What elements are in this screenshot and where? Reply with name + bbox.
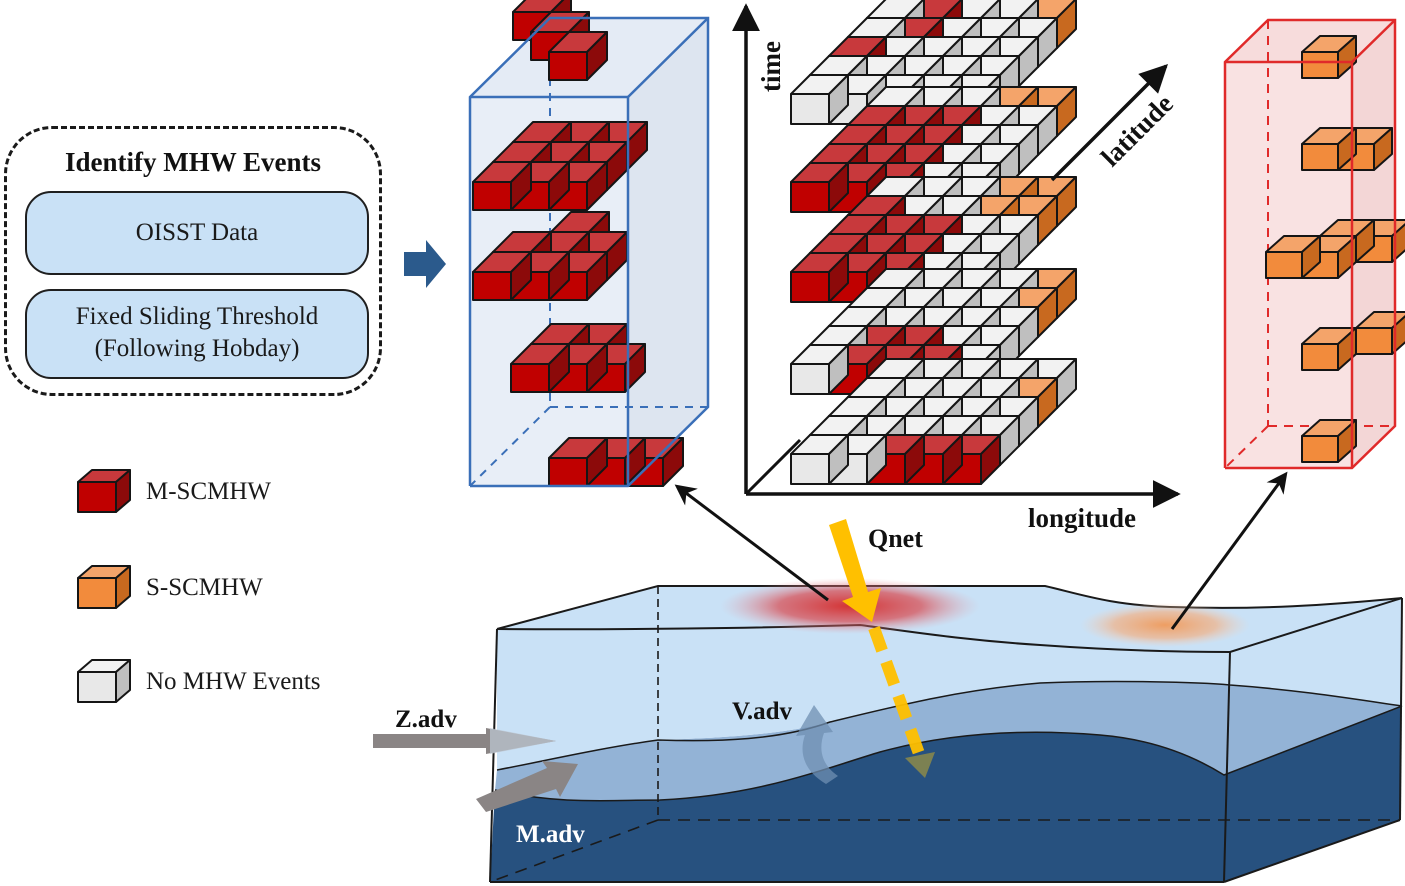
- pointer-arrow-to-m-box: [674, 484, 829, 602]
- v-adv-arrow-icon: [796, 705, 838, 784]
- grid-cube: [790, 74, 849, 125]
- m-scmhw-box-front-edges: [468, 16, 710, 488]
- qnet-arrow-icon: [829, 519, 935, 778]
- s-scmhw-cube-icon-shape: [77, 565, 131, 609]
- latitude-axis: [1050, 64, 1168, 182]
- oisst-data-label: OISST Data: [135, 219, 259, 246]
- s-scmhw-heat-blob: [1080, 603, 1250, 647]
- legend-label-m-scmhw: M-SCMHW: [146, 478, 272, 505]
- identify-panel-title: Identify MHW Events: [64, 147, 321, 177]
- m-scmhw-cube: [472, 161, 532, 211]
- qnet-label: Qnet: [868, 524, 923, 553]
- s-scmhw-box-front-edges: [1223, 18, 1397, 470]
- threshold-step: Fixed Sliding Threshold (Following Hobda…: [25, 289, 369, 379]
- threshold-label-line1: Fixed Sliding Threshold: [75, 303, 319, 330]
- m-scmhw-cube: [510, 251, 570, 301]
- m-scmhw-cube-icon: [77, 469, 131, 513]
- z-adv-label: Z.adv: [395, 706, 457, 733]
- grid-cube: [790, 344, 849, 395]
- m-adv-label: M.adv: [516, 821, 585, 848]
- legend-item-m-scmhw: M-SCMHW: [76, 469, 272, 514]
- m-scmhw-box-cubes: [472, 0, 684, 487]
- latitude-axis-label: latitude: [1095, 88, 1179, 172]
- axis-origin-diagonal: [744, 438, 802, 496]
- m-adv-arrow-icon: [476, 761, 578, 812]
- pointer-arrow-to-s-box: [1170, 471, 1288, 630]
- identify-mhw-panel: Identify MHW Events OISST Data Fixed Sli…: [4, 126, 382, 396]
- legend-label-s-scmhw: S-SCMHW: [146, 574, 263, 601]
- legend-item-s-scmhw: S-SCMHW: [76, 565, 263, 610]
- s-scmhw-cube: [1265, 235, 1321, 279]
- z-adv-arrow-icon: [373, 728, 556, 754]
- m-scmhw-cube-icon-shape: [77, 469, 131, 513]
- ocean-deep-layer: [490, 706, 1400, 882]
- grid-cube: [790, 434, 849, 485]
- longitude-axis-label: longitude: [1028, 503, 1136, 533]
- s-scmhw-cube: [1301, 35, 1357, 79]
- oisst-data-step: OISST Data: [25, 191, 369, 275]
- legend-label-no-mhw: No MHW Events: [146, 668, 321, 695]
- m-scmhw-cube: [510, 343, 570, 393]
- ocean-block: [489, 578, 1403, 883]
- legend-item-no-mhw: No MHW Events: [76, 659, 321, 704]
- s-scmhw-cube: [1301, 327, 1357, 371]
- spatiotemporal-grid: [790, 0, 1077, 485]
- flow-arrow-icon: [404, 240, 446, 288]
- no-mhw-cube-icon: [77, 659, 131, 703]
- threshold-label-line2: (Following Hobday): [94, 335, 300, 362]
- ocean-mid-layer: [495, 681, 1402, 801]
- no-mhw-cube-icon-shape: [77, 659, 131, 703]
- s-scmhw-cube-icon: [77, 565, 131, 609]
- m-scmhw-cube: [548, 437, 608, 487]
- v-adv-label: V.adv: [732, 698, 792, 725]
- m-scmhw-cube: [548, 31, 608, 81]
- time-axis-label: time: [756, 41, 786, 92]
- grid-cube: [790, 162, 849, 213]
- m-scmhw-cube: [472, 251, 532, 301]
- grid-cube: [790, 252, 849, 303]
